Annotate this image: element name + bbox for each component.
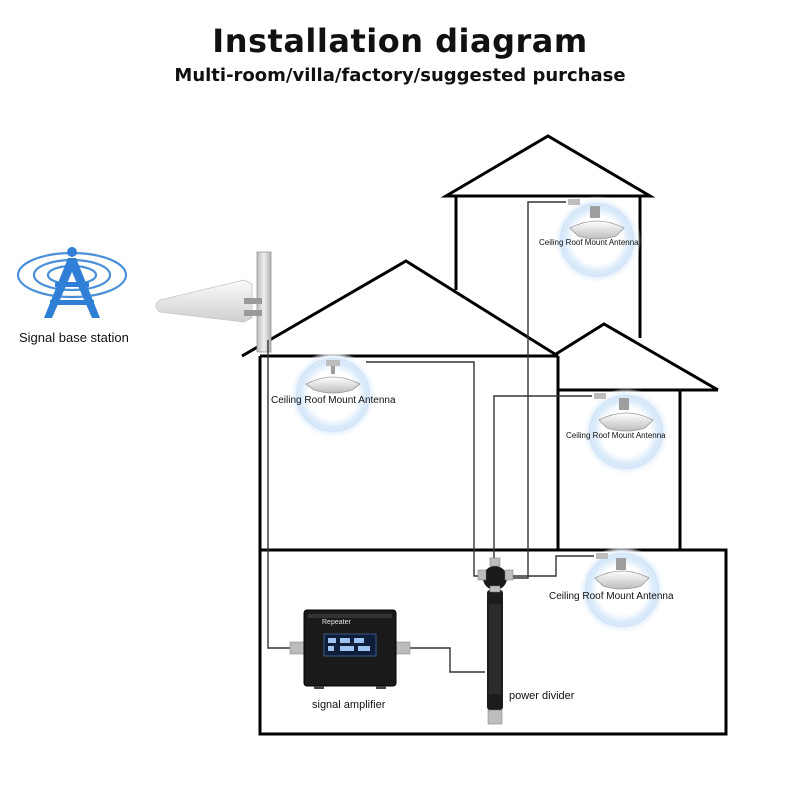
ceiling-antenna-basement xyxy=(578,546,666,634)
antenna-right-label: Ceiling Roof Mount Antenna xyxy=(566,431,666,440)
diagram-title: Installation diagram xyxy=(212,22,588,60)
amplifier-label: signal amplifier xyxy=(312,699,386,711)
power-divider-device xyxy=(477,557,514,725)
diagram-subtitle: Multi-room/villa/factory/suggested purch… xyxy=(174,65,626,86)
ceiling-antenna-top xyxy=(553,196,641,284)
antenna-basement-label: Ceiling Roof Mount Antenna xyxy=(549,591,674,602)
coax-cables xyxy=(267,201,594,673)
signal-amplifier-device: Repeater xyxy=(289,609,411,689)
antenna-top-label: Ceiling Roof Mount Antenna xyxy=(539,238,639,247)
base-station-icon xyxy=(16,247,128,318)
house-outline xyxy=(241,134,728,736)
repeater-brand-text: Repeater xyxy=(322,619,351,626)
ceiling-antenna-living xyxy=(289,351,377,439)
outdoor-antenna xyxy=(155,251,272,353)
base-station-label: Signal base station xyxy=(19,330,129,345)
antenna-living-label: Ceiling Roof Mount Antenna xyxy=(271,395,396,406)
divider-label: power divider xyxy=(509,690,575,702)
ceiling-antenna-right xyxy=(582,388,670,476)
